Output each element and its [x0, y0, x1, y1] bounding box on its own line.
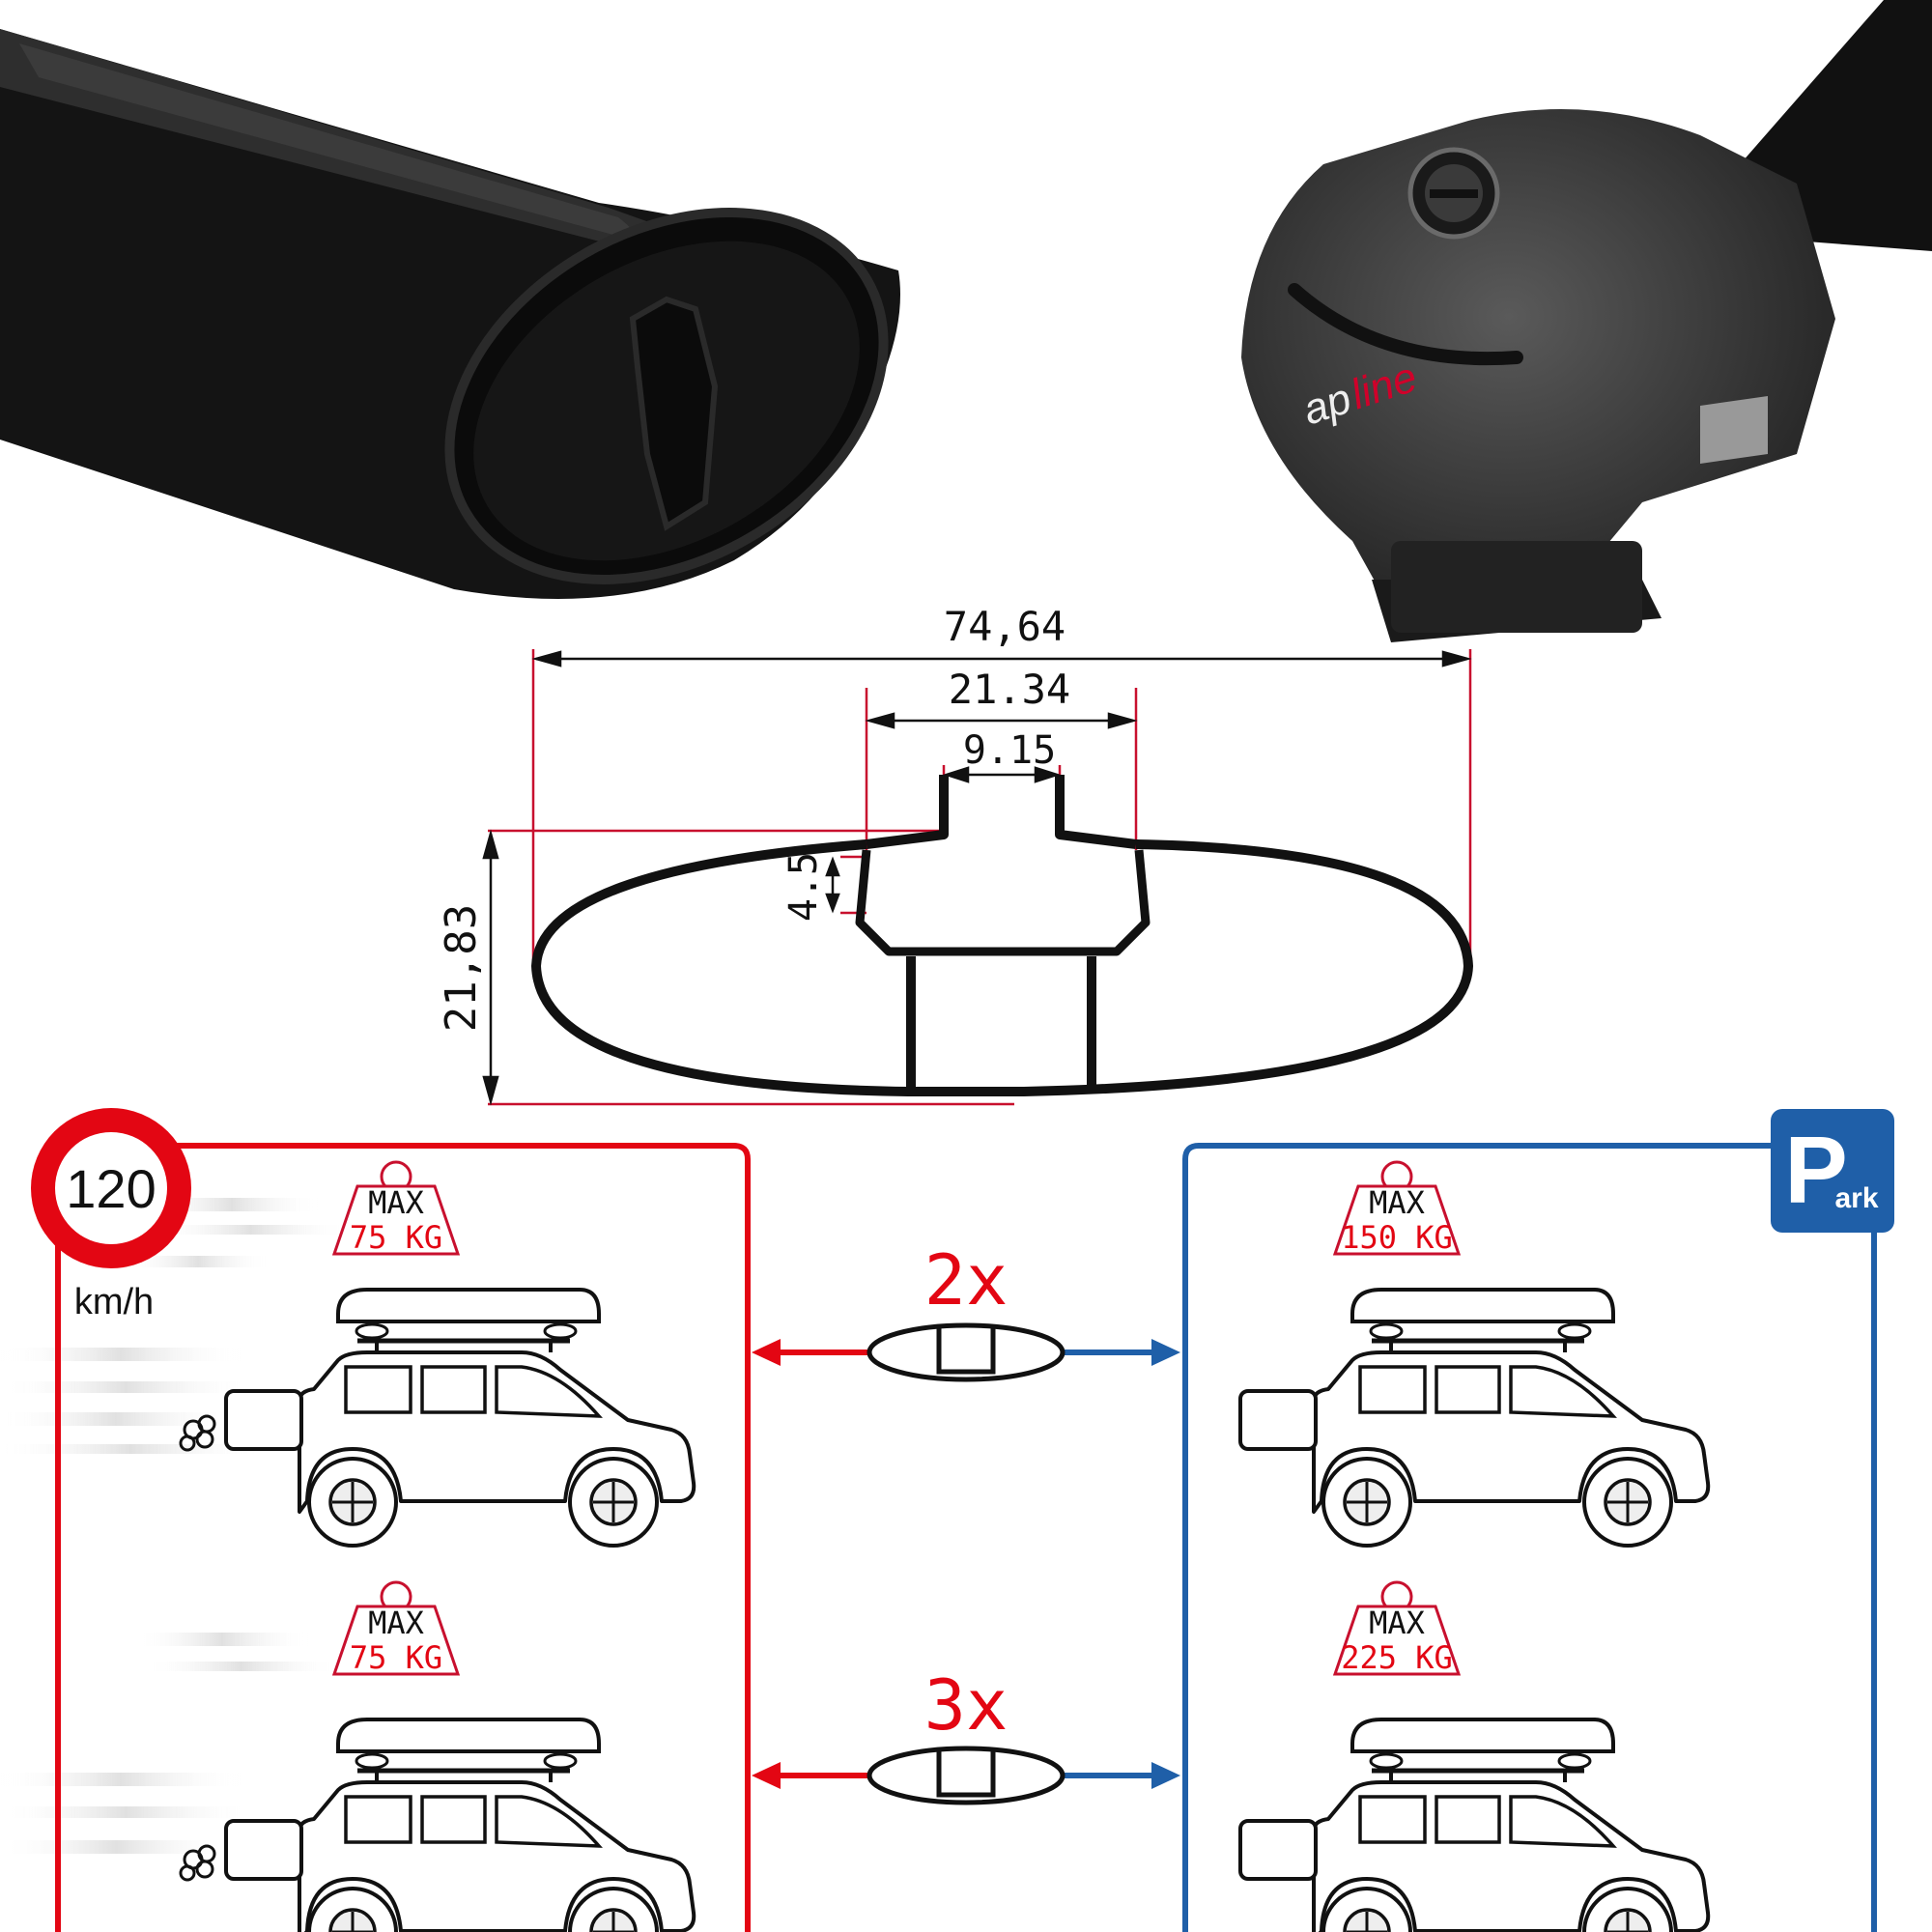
svg-text:P: P [1784, 1117, 1847, 1223]
multiplier-3x: 3x [924, 1664, 1009, 1746]
svg-text:MAX: MAX [368, 1605, 424, 1641]
crossbar-profile-icon [867, 1322, 1065, 1382]
speed-unit: km/h [74, 1282, 154, 1322]
svg-text:MAX: MAX [1369, 1184, 1425, 1221]
crossbar-photo [0, 29, 900, 599]
config-connector-1: 2x [752, 1239, 1180, 1382]
exhaust-icon [179, 1414, 216, 1452]
dim-slot-depth: 4.5 [781, 852, 826, 922]
svg-text:MAX: MAX [368, 1184, 424, 1221]
parked-car-row-2 [1240, 1718, 1708, 1932]
weight-tag-moving-2: MAX 75 KG [332, 1580, 460, 1676]
svg-text:150 KG: 150 KG [1341, 1219, 1453, 1256]
profile-dimension-drawing: 74,64 21.34 9.15 4.5 21,83 [437, 603, 1473, 1106]
weight-tag-parked-2: MAX 225 KG [1333, 1580, 1461, 1676]
dim-slot-outer: 21.34 [949, 666, 1070, 713]
svg-text:MAX: MAX [1369, 1605, 1425, 1641]
moving-car-row-1 [179, 1288, 694, 1546]
speed-limit-sign: 120 [31, 1108, 191, 1268]
svg-text:225 KG: 225 KG [1341, 1639, 1453, 1676]
crossbar-profile-icon [867, 1746, 1065, 1805]
parked-car-row-1 [1240, 1288, 1708, 1546]
motion-blur [0, 1198, 348, 1854]
dim-overall-width: 74,64 [944, 603, 1065, 650]
weight-tag-parked-1: MAX 150 KG [1333, 1160, 1461, 1256]
svg-text:75 KG: 75 KG [350, 1639, 442, 1676]
config-connector-2: 3x [752, 1664, 1180, 1805]
multiplier-2x: 2x [924, 1239, 1009, 1321]
foot-lock-photo: ap line [1241, 0, 1932, 642]
parking-sign: P ark [1771, 1109, 1894, 1233]
exhaust-icon [179, 1844, 216, 1882]
moving-car-row-2 [179, 1718, 694, 1932]
speed-value: 120 [66, 1158, 156, 1219]
weight-tag-moving-1: MAX 75 KG [332, 1160, 460, 1256]
dim-height: 21,83 [437, 904, 486, 1032]
svg-text:ark: ark [1834, 1182, 1878, 1214]
dim-slot-inner: 9.15 [963, 728, 1056, 773]
svg-text:75 KG: 75 KG [350, 1219, 442, 1256]
